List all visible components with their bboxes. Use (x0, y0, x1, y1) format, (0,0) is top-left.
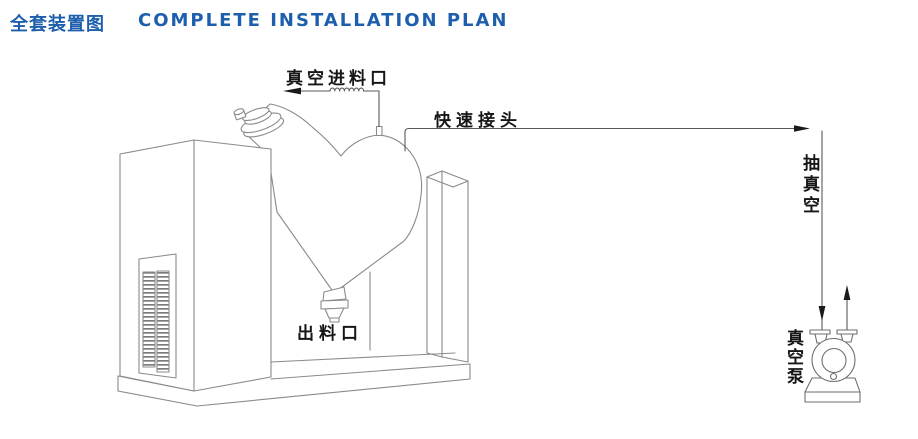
label-vacuum-pump: 真空泵 (783, 329, 803, 386)
feed-inlet-coil (329, 87, 365, 92)
page-title-chinese: 全套装置图 (10, 14, 105, 35)
label-quick-connector: 快速接头 (434, 111, 522, 131)
feed-stub (375, 125, 383, 137)
charging-lid (233, 107, 285, 138)
pump-inlet-flange (809, 329, 831, 335)
arrow-up-icon (843, 285, 851, 300)
label-vacuum-suction: 抽真空 (799, 154, 819, 217)
vent-grille (138, 253, 177, 379)
discharge-valve (320, 286, 349, 323)
vacuum-pump (804, 329, 861, 403)
arrow-right-icon (794, 125, 810, 132)
arrow-down-icon (818, 306, 826, 321)
arrow-left-icon (283, 87, 301, 95)
control-cabinet (119, 139, 272, 392)
feed-inlet-pipe (300, 87, 380, 128)
label-discharge-outlet: 出料口 (297, 324, 363, 344)
pump-outlet-flange (836, 329, 858, 335)
page-title-english: COMPLETE INSTALLATION PLAN (138, 10, 509, 31)
quick-connector-pipe (404, 127, 848, 332)
label-vacuum-feed-inlet: 真空进料口 (286, 69, 391, 89)
support-column (426, 170, 469, 363)
